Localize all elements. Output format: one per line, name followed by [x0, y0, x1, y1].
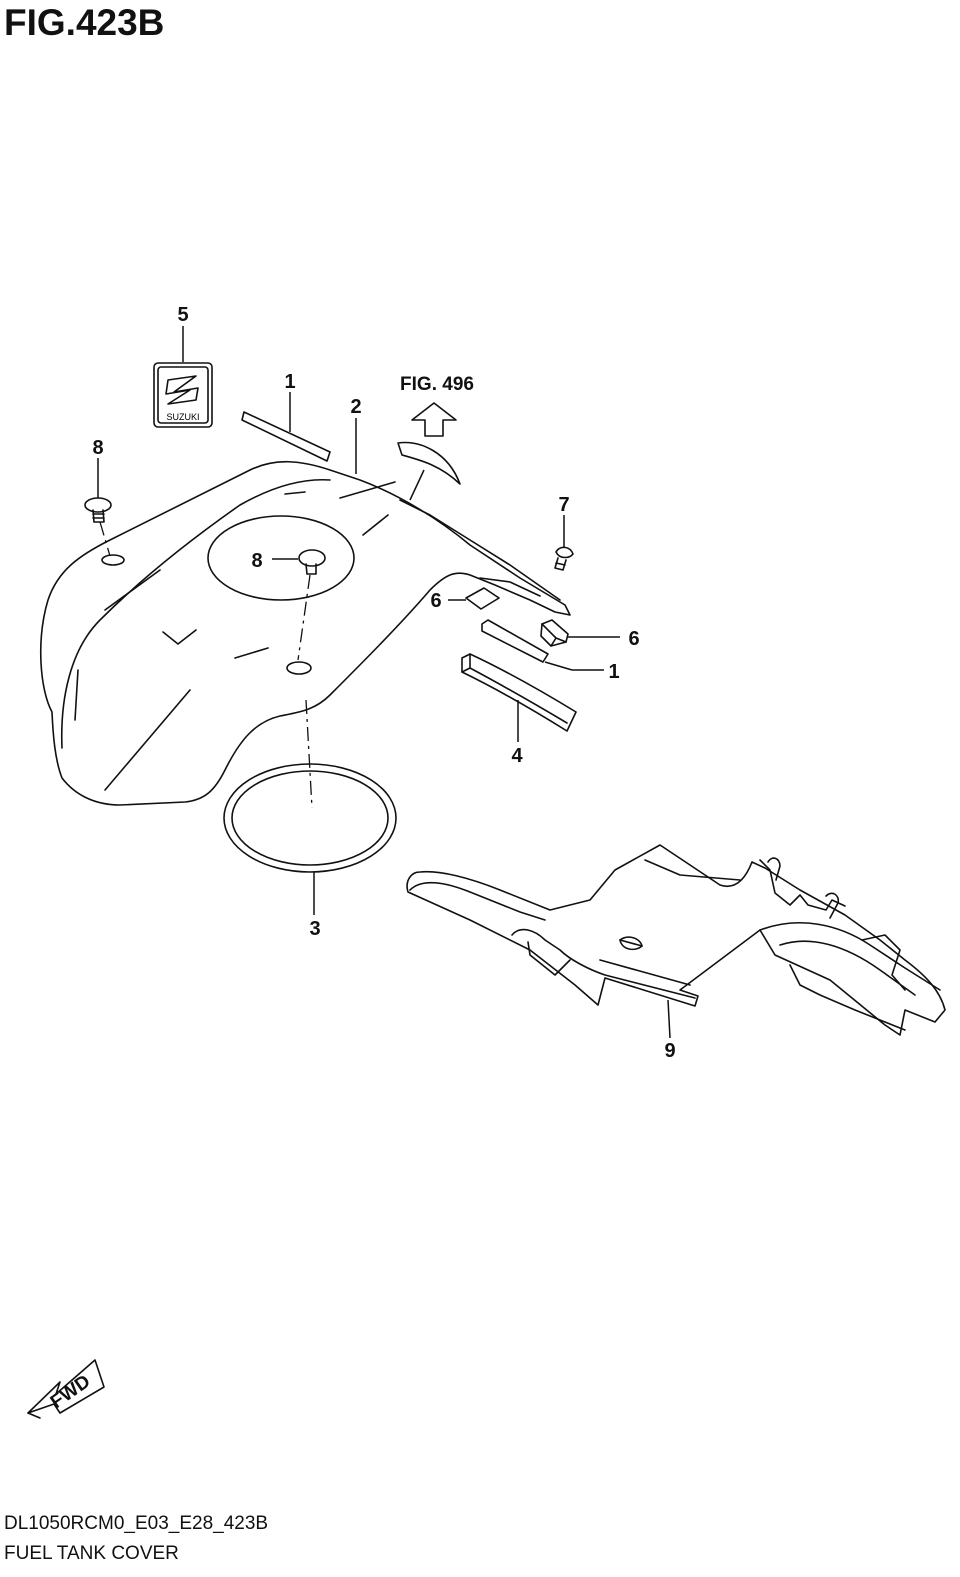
bolt-8-center[interactable]	[298, 549, 326, 575]
tank-under-cover-9[interactable]	[406, 844, 946, 1036]
callout-7[interactable]: 7	[558, 494, 569, 516]
fig-reference-arrow-icon[interactable]	[411, 402, 457, 437]
fuel-tank-cover[interactable]	[40, 460, 571, 806]
seal-ring-3[interactable]	[223, 763, 397, 873]
side-trim-4[interactable]	[461, 653, 577, 732]
callout-8-left[interactable]: 8	[92, 437, 103, 459]
tape-strip-upper[interactable]	[241, 411, 331, 462]
cushion-pad-6-left[interactable]	[465, 587, 500, 610]
callout-9[interactable]: 9	[664, 1040, 675, 1062]
screw-7[interactable]	[554, 546, 574, 571]
model-code: DL1050RCM0_E03_E28_423B	[4, 1513, 269, 1534]
callout-4[interactable]: 4	[511, 745, 523, 767]
callout-6-left[interactable]: 6	[430, 590, 441, 612]
fwd-direction-arrow-icon: FWD	[27, 1359, 105, 1419]
figure-title: FIG.423B	[4, 2, 165, 43]
callout-2[interactable]: 2	[350, 396, 361, 418]
bolt-8-left[interactable]	[84, 497, 112, 523]
callout-8-center[interactable]: 8	[251, 550, 262, 572]
section-name: FUEL TANK COVER	[4, 1543, 179, 1564]
callout-6-right[interactable]: 6	[628, 628, 639, 650]
fig-496-reference-link[interactable]: FIG. 496	[400, 374, 474, 395]
callout-5[interactable]: 5	[177, 304, 188, 326]
cushion-pad-6-right[interactable]	[540, 619, 569, 647]
leader-lines	[97, 326, 671, 1039]
suzuki-emblem[interactable]: SUZUKI	[153, 362, 213, 428]
emblem-text: SUZUKI	[166, 412, 199, 422]
callout-3[interactable]: 3	[309, 918, 320, 940]
callout-1-upper[interactable]: 1	[284, 371, 295, 393]
callout-1-lower[interactable]: 1	[608, 661, 619, 683]
front-cover-piece[interactable]	[397, 441, 461, 485]
tape-strip-lower[interactable]	[481, 619, 549, 663]
